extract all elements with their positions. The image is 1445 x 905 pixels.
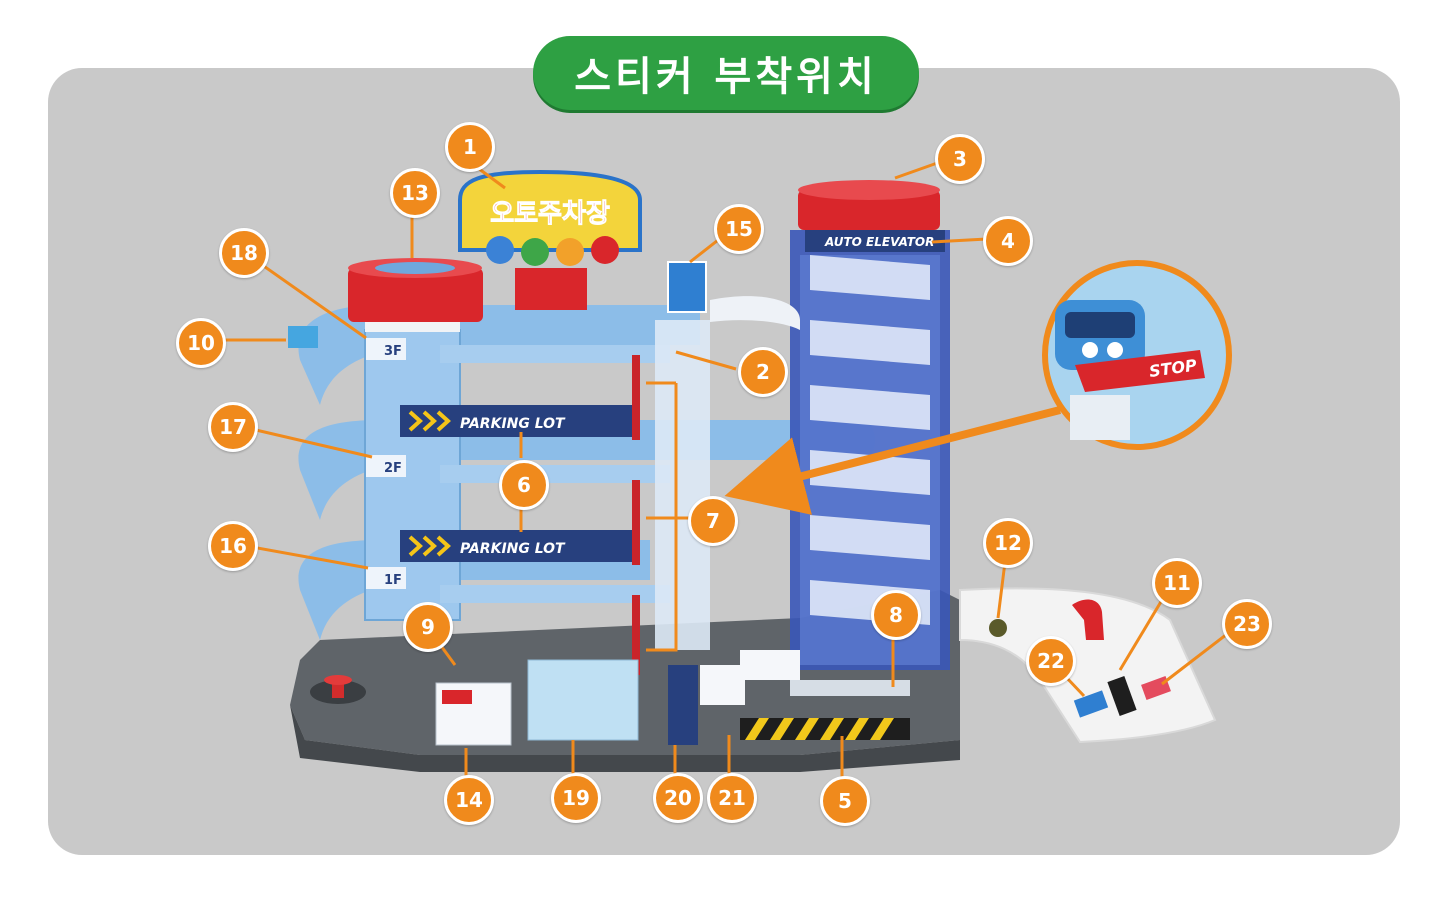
callout-4: 4: [983, 216, 1033, 266]
callout-2: 2: [738, 347, 788, 397]
callout-3: 3: [935, 134, 985, 184]
parking-lot-label-upper: PARKING LOT: [460, 416, 566, 432]
callout-10: 10: [176, 318, 226, 368]
callout-11: 11: [1152, 558, 1202, 608]
callout-7: 7: [688, 496, 738, 546]
callout-21: 21: [707, 773, 757, 823]
rooftop-tower: [348, 258, 483, 332]
page-title: 스티커 부착위치: [574, 54, 878, 100]
floor-label-2f: 2F: [384, 461, 402, 476]
title-banner: 스티커 부착위치: [533, 36, 919, 110]
parking-lot-beam-lower: PARKING LOT: [400, 530, 640, 562]
callout-16: 16: [208, 521, 258, 571]
exit-ramp: [959, 587, 1217, 744]
callout-20: 20: [653, 773, 703, 823]
callout-5: 5: [820, 776, 870, 826]
callout-18: 18: [219, 228, 269, 278]
detail-inset: STOP: [1042, 260, 1232, 450]
callout-15: 15: [714, 204, 764, 254]
sign-text: 오토주차장: [490, 199, 610, 229]
floor-labels: 3F 2F 1F: [366, 338, 406, 589]
callout-14: 14: [444, 775, 494, 825]
garage-sign: 오토주차장: [458, 169, 642, 310]
elevator-floor: [740, 718, 910, 740]
elevator-label: AUTO ELEVATOR: [824, 235, 934, 249]
front-stickers: [288, 261, 910, 746]
callout-23: 23: [1222, 599, 1272, 649]
callout-9: 9: [403, 602, 453, 652]
callout-22: 22: [1026, 636, 1076, 686]
support-posts: [632, 320, 710, 675]
callout-17: 17: [208, 402, 258, 452]
parking-lot-label-lower: PARKING LOT: [460, 541, 566, 557]
callout-19: 19: [551, 773, 601, 823]
parking-lot-beam-upper: PARKING LOT: [400, 405, 640, 437]
callout-13: 13: [390, 168, 440, 218]
callout-1: 1: [445, 122, 495, 172]
auto-elevator: AUTO ELEVATOR: [710, 180, 950, 670]
callout-6: 6: [499, 460, 549, 510]
callout-12: 12: [983, 518, 1033, 568]
floor-label-1f: 1F: [384, 573, 402, 588]
floor-label-3f: 3F: [384, 344, 402, 359]
callout-8: 8: [871, 590, 921, 640]
